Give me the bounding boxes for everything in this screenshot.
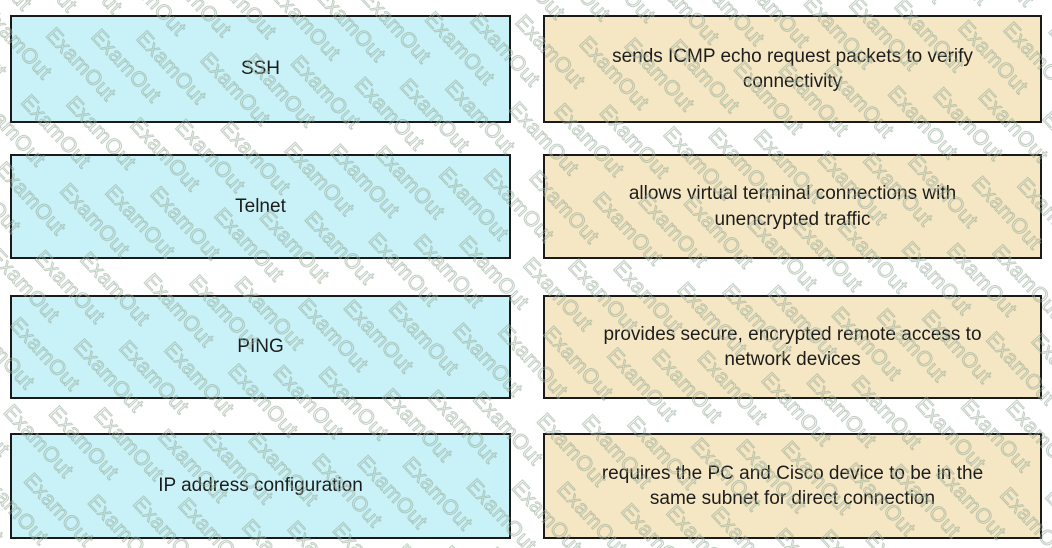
- drop-target-secure-remote-access[interactable]: provides secure, encrypted remote access…: [543, 295, 1042, 399]
- drop-target-label: provides secure, encrypted remote access…: [603, 323, 982, 370]
- drag-item-telnet[interactable]: Telnet: [10, 154, 511, 259]
- drag-item-ip-address-configuration[interactable]: IP address configuration: [10, 433, 511, 539]
- drop-target-label: sends ICMP echo request packets to verif…: [612, 45, 973, 92]
- drag-item-label: IP address configuration: [158, 475, 363, 497]
- drop-target-icmp-echo[interactable]: sends ICMP echo request packets to verif…: [543, 15, 1042, 123]
- drag-item-ping[interactable]: PING: [10, 295, 511, 399]
- drag-item-ssh[interactable]: SSH: [10, 15, 511, 123]
- drop-target-label: requires the PC and Cisco device to be i…: [601, 462, 984, 509]
- drag-item-label: PING: [237, 336, 284, 358]
- drag-item-label: SSH: [240, 58, 281, 80]
- drop-target-same-subnet[interactable]: requires the PC and Cisco device to be i…: [543, 433, 1042, 539]
- drop-target-label: allows virtual terminal connections with…: [628, 183, 957, 230]
- drag-item-label: Telnet: [235, 195, 286, 217]
- drop-target-virtual-terminal[interactable]: allows virtual terminal connections with…: [543, 154, 1042, 259]
